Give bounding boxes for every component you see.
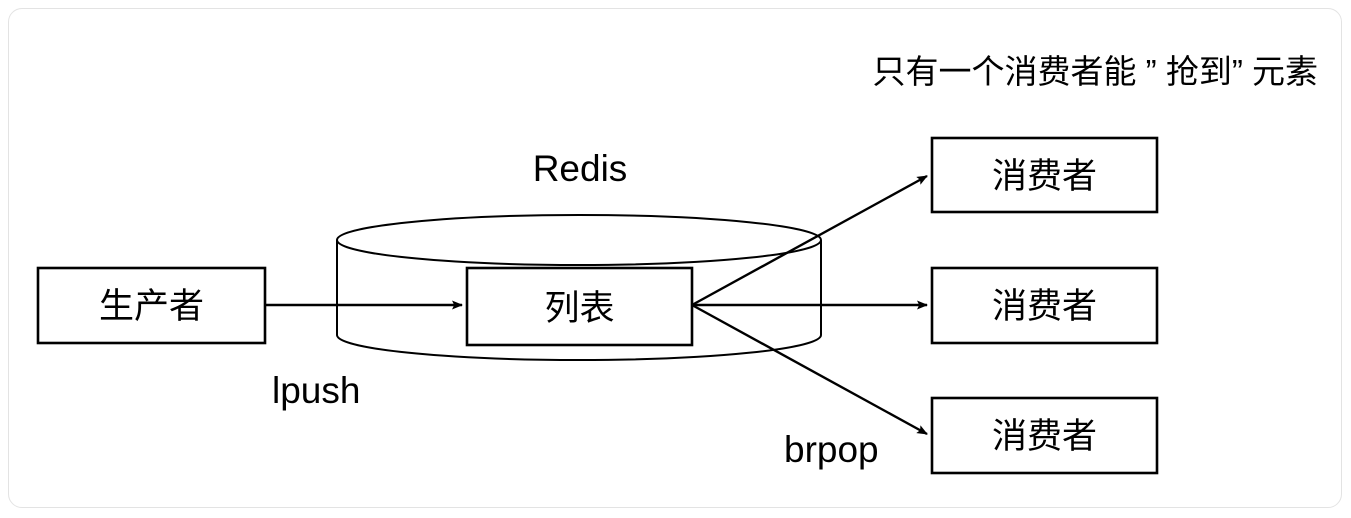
producer-node[interactable]: 生产者 bbox=[36, 266, 267, 345]
edge-queue-to-consumer-3 bbox=[691, 303, 928, 436]
consumer-label: 消费者 bbox=[992, 287, 1097, 326]
lpush-label: lpush bbox=[272, 370, 360, 411]
consumer-label: 消费者 bbox=[992, 417, 1097, 456]
brpop-label: brpop bbox=[784, 429, 879, 470]
consumer-node-1[interactable]: 消费者 bbox=[930, 136, 1159, 214]
queue-list-node[interactable]: 列表 bbox=[465, 266, 694, 347]
header-note: 只有一个消费者能 ” 抢到” 元素 bbox=[873, 53, 1318, 90]
edge-queue-to-consumer-1 bbox=[691, 174, 928, 307]
page-frame-border bbox=[8, 8, 1342, 508]
consumer-node-3[interactable]: 消费者 bbox=[930, 396, 1159, 475]
consumer-label: 消费者 bbox=[992, 157, 1097, 196]
redis-store-label: Redis bbox=[533, 148, 628, 189]
consumer-node-2[interactable]: 消费者 bbox=[930, 266, 1159, 345]
queue-list-label: 列表 bbox=[544, 289, 614, 328]
producer-label: 生产者 bbox=[99, 287, 204, 326]
